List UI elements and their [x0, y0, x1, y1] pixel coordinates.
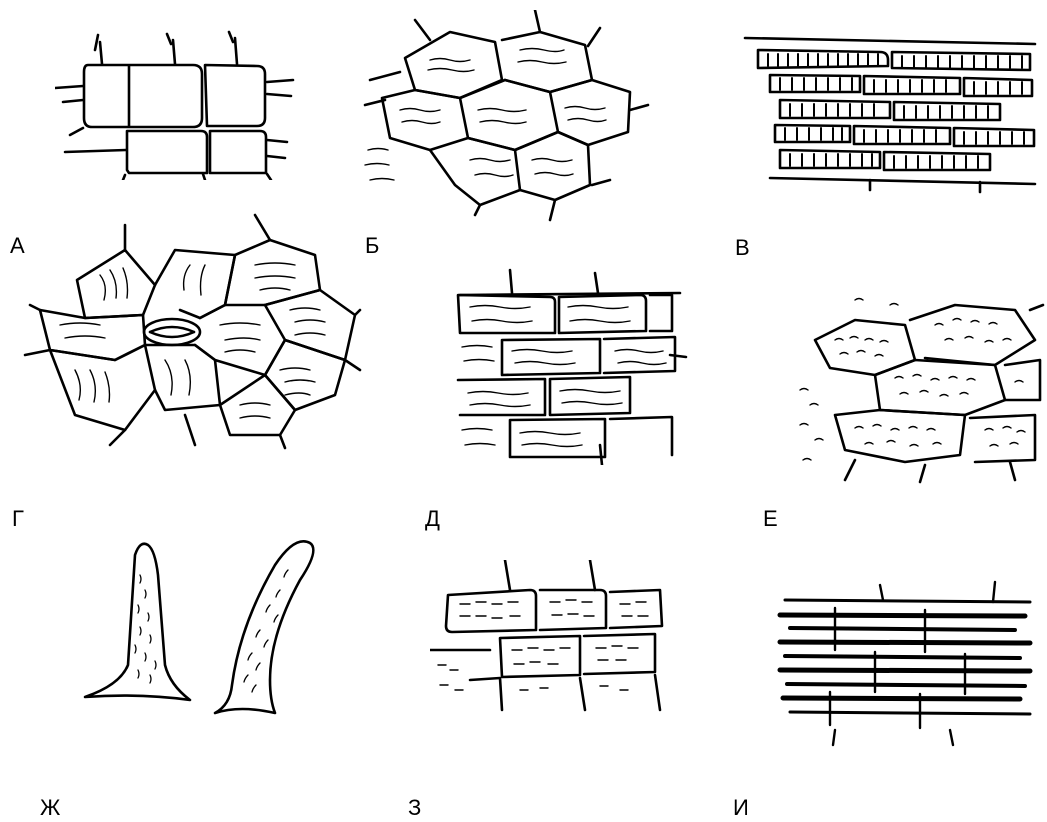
panel-a-drawing [55, 30, 295, 180]
panel-g-cells [15, 210, 375, 450]
panel-z-cells [430, 560, 670, 720]
label-b: Б [365, 235, 379, 257]
panel-z-drawing [430, 560, 670, 720]
label-zh: Ж [40, 797, 60, 819]
panel-g-drawing [15, 210, 375, 450]
label-d: Д [425, 508, 440, 530]
panel-v-cells [740, 30, 1040, 200]
label-v: В [735, 237, 750, 259]
label-g: Г [12, 508, 24, 530]
label-i: И [733, 797, 749, 819]
label-e: Е [763, 508, 778, 530]
panel-i-cells [775, 580, 1040, 750]
panel-i-drawing [775, 580, 1040, 750]
panel-v-drawing [740, 30, 1040, 200]
panel-a-cells [55, 30, 295, 180]
panel-d-drawing [440, 265, 690, 465]
panel-zh-drawing [80, 535, 330, 725]
panel-b-drawing [360, 10, 650, 225]
panel-zh-hairs [80, 535, 330, 725]
label-z: З [408, 797, 421, 819]
panel-d-cells [440, 265, 690, 465]
panel-e-cells [795, 290, 1045, 485]
panel-e-drawing [795, 290, 1045, 485]
panel-b-cells [360, 10, 650, 225]
label-a: А [10, 235, 25, 257]
